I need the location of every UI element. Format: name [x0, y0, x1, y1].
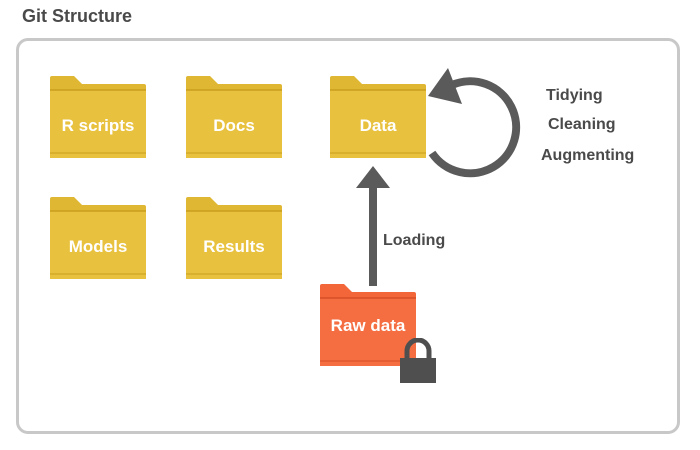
folder-label: Raw data [330, 316, 406, 335]
tidying-label: Tidying [546, 87, 603, 104]
folder-icon [186, 197, 282, 279]
folder-raw-data: Raw data [318, 282, 418, 368]
folder-label: Results [203, 237, 265, 256]
folder-icon [186, 76, 282, 158]
folder-docs: Docs [184, 74, 284, 160]
folder-r-scripts: R scripts [48, 74, 148, 160]
diagram-title: Git Structure [22, 6, 133, 26]
folder-label: Data [359, 116, 397, 135]
folder-label: R scripts [61, 116, 135, 135]
loading-arrowhead [356, 166, 390, 188]
folder-models: Models [48, 195, 148, 281]
cycle-arrow [428, 77, 521, 178]
folder-icon [50, 76, 146, 158]
loading-label: Loading [383, 232, 446, 249]
repository-frame [16, 38, 680, 434]
lock-icon [400, 338, 436, 383]
augmenting-label: Augmenting [541, 147, 635, 164]
cycle-arrowhead [428, 68, 462, 104]
folder-label: Docs [213, 116, 255, 135]
folder-results: Results [184, 195, 284, 281]
folder-icon [50, 197, 146, 279]
folder-data: Data [328, 74, 428, 160]
folder-label: Models [68, 237, 128, 256]
folder-icon [330, 76, 426, 158]
cleaning-label: Cleaning [548, 116, 616, 133]
